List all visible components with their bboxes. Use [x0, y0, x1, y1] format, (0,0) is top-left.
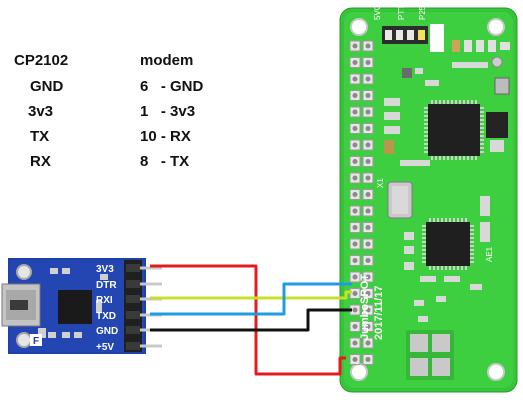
ae1-label: AE1 [485, 246, 494, 262]
wires [150, 264, 352, 376]
cp2102-pin-tx: TX [30, 128, 50, 145]
modem-pin-3v3: 1 - 3v3 [140, 103, 196, 120]
modem-pin-rx: 10 - RX [140, 128, 191, 145]
adapter-pin [126, 280, 140, 288]
modem-header: modem [140, 52, 194, 69]
inductor [480, 222, 490, 242]
x1-label: X1 [376, 178, 385, 188]
passive-components-lower [404, 232, 482, 322]
adapter-pin-label-dtr: DTR [96, 280, 117, 291]
led-strip [382, 24, 444, 52]
smd-components-top [402, 40, 510, 95]
cp2102-chip [58, 290, 92, 324]
adapter-pin-label-3v3: 3V3 [96, 264, 114, 275]
adapter-header [124, 260, 142, 352]
adapter-pin-label-gnd: GND [96, 326, 118, 337]
modem-board: 5VC PTT P25 [339, 4, 518, 393]
led-ptt-label: PTT [397, 5, 406, 20]
mounting-hole-icon [350, 363, 368, 381]
mounting-hole-icon [487, 18, 505, 36]
mounting-hole-icon [487, 363, 505, 381]
mcu-chip [424, 100, 484, 160]
radio-chip [422, 218, 474, 270]
mounting-hole-icon [16, 264, 32, 280]
passive-components-left [384, 98, 430, 166]
modem-pin-tx: 8 - TX [140, 153, 190, 170]
cp2102-header: CP2102 [14, 52, 69, 69]
antenna-pads [406, 330, 454, 380]
adapter-pin-label-5v: +5V [96, 342, 114, 353]
adapter-pin-label-txd: TXD [96, 311, 116, 322]
radio-pins [422, 218, 474, 270]
adapter-pin [126, 264, 140, 272]
board-name: JumboSPOT [359, 274, 371, 340]
adapter-pin [126, 326, 140, 334]
wire-3v3-red [150, 264, 346, 376]
gpio-header [349, 40, 374, 365]
wire-gnd-black [150, 308, 352, 332]
modem-pin-gnd: 6 - GND [140, 78, 204, 95]
inductor [480, 196, 490, 216]
wire-txd-blue [150, 282, 352, 316]
voltage-regulator-chip [486, 112, 508, 138]
mounting-hole-icon [350, 18, 368, 36]
board-date: 2017/11/17 [373, 286, 385, 340]
adapter-badge: F [33, 336, 39, 347]
mounting-hole-icon [16, 332, 32, 348]
adapter-pin [126, 295, 140, 303]
mcu-pins [424, 100, 484, 160]
led-p25-label: P25 [418, 5, 427, 20]
cp2102-pin-3v3: 3v3 [28, 103, 54, 120]
capacitor [490, 140, 504, 152]
cp2102-pin-gnd: GND [30, 78, 64, 95]
cp2102-pin-rx: RX [30, 153, 51, 170]
led-5vc-label: 5VC [373, 4, 382, 20]
adapter-pin [126, 311, 140, 319]
adapter-pin [126, 342, 140, 350]
wire-rxi-yellow [150, 290, 352, 300]
adapter-pin-label-rxi: RXI [96, 295, 113, 306]
